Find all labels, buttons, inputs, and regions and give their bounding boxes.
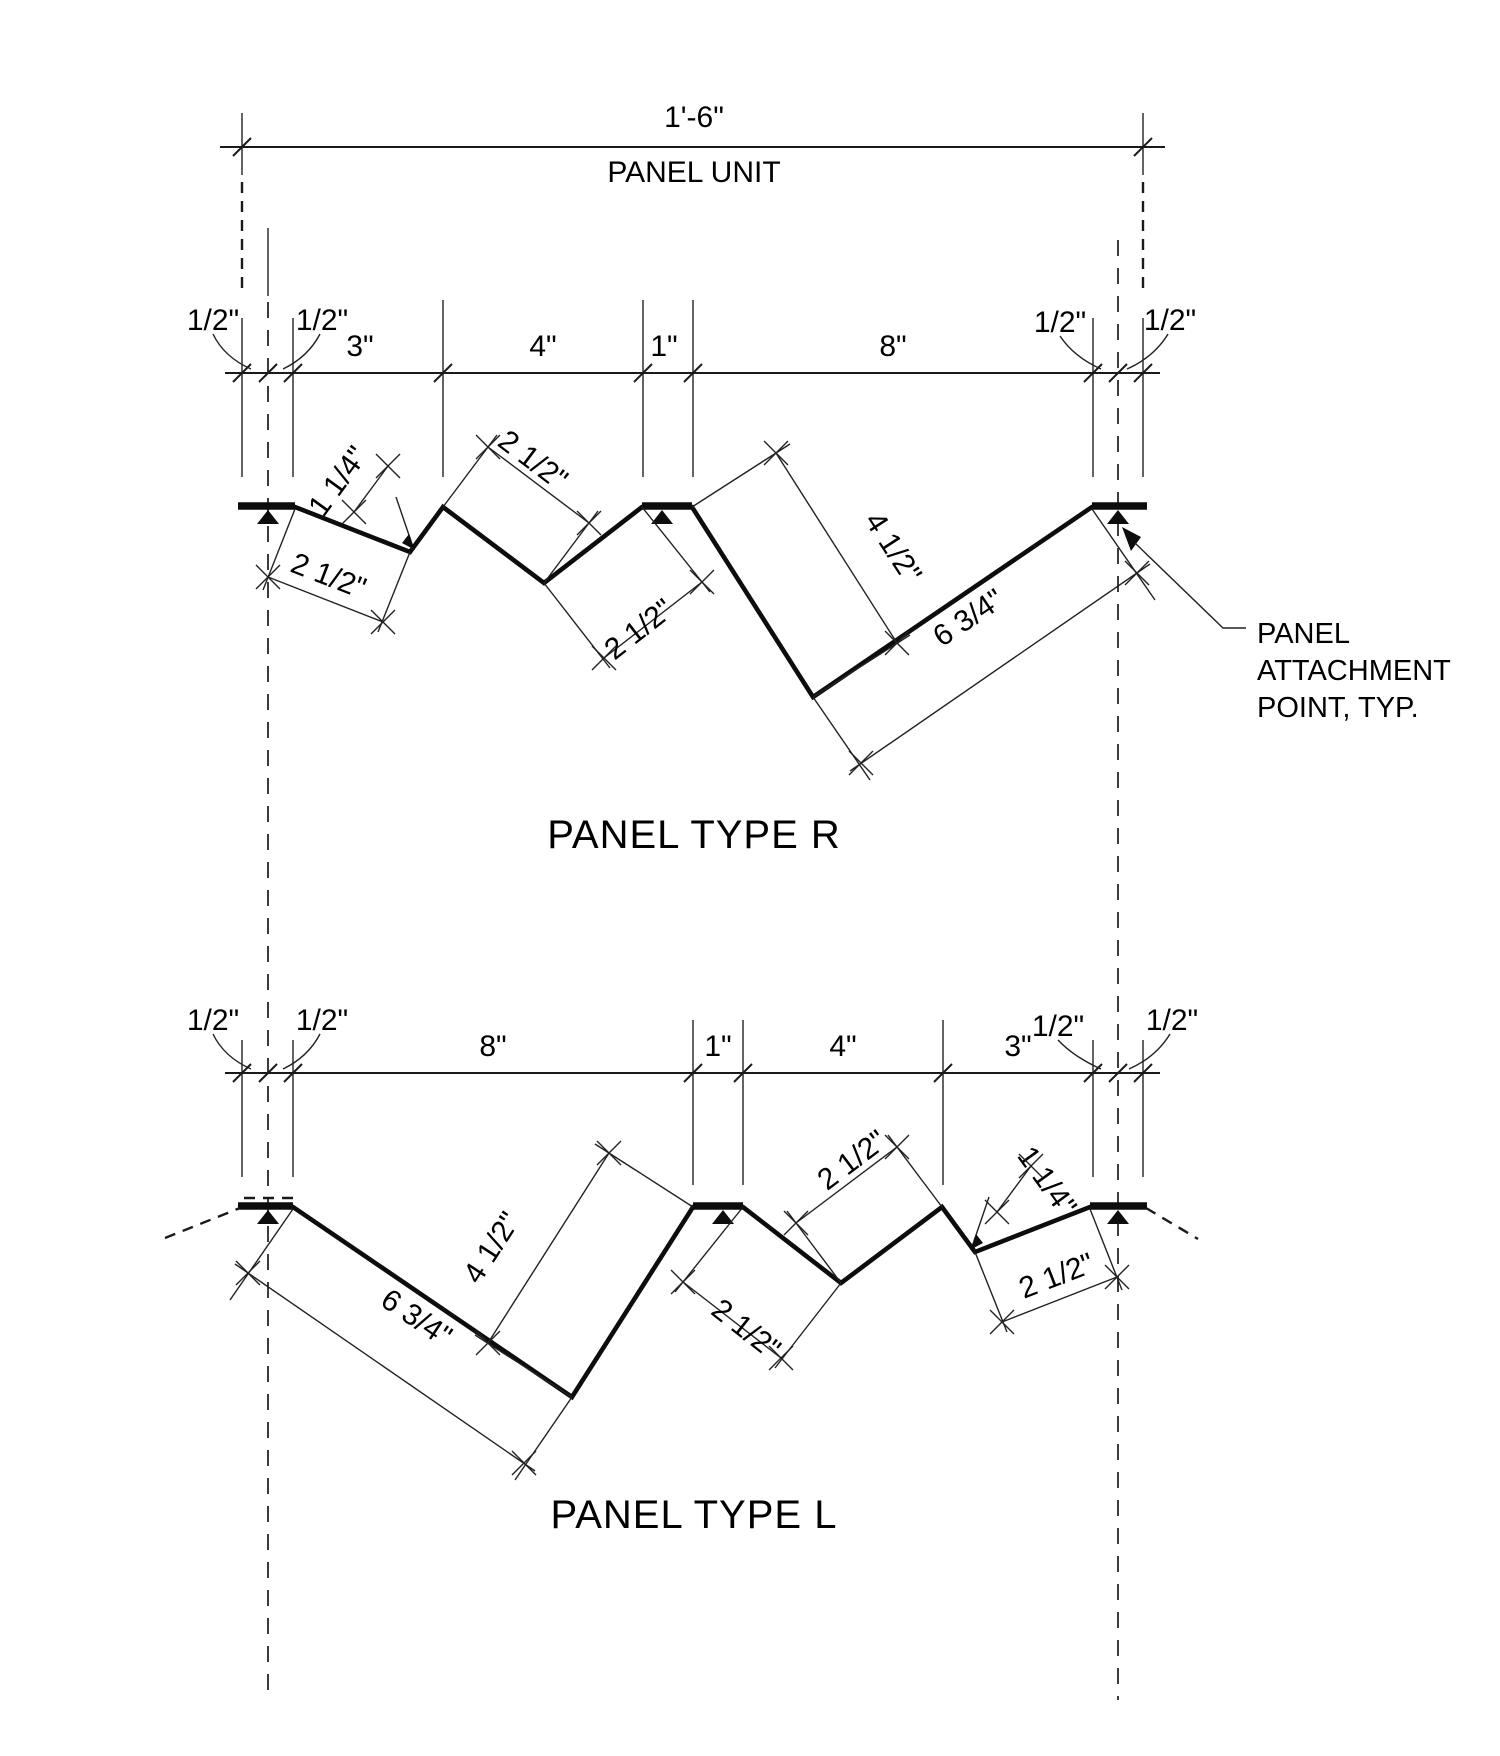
adjacent-panel-phantom [164, 1196, 1199, 1241]
x-ticks [255, 434, 1150, 776]
attachment-point-marker [1107, 1210, 1129, 1224]
dim-1: 1" [650, 330, 677, 363]
dim-half-left-inner: 1/2" [296, 1004, 348, 1037]
dim-rib-up: 2 1/2" [599, 593, 680, 667]
dim-half-left-outer: 1/2" [187, 1004, 239, 1037]
leader-curve [1057, 1039, 1102, 1070]
attachment-point-marker [651, 510, 673, 524]
panel-type-l: 1/2" 1/2" 8" 1" 4" 3" 1/2" 1/2" 6 3/4" [164, 1004, 1199, 1537]
note-arrowhead [1122, 527, 1141, 551]
dim-lap-slope: 2 1/2" [286, 547, 370, 606]
note-line-2: ATTACHMENT [1257, 655, 1451, 687]
leader-arrow [970, 1234, 983, 1250]
dim-valley-down: 4 1/2" [858, 506, 928, 589]
dim-8: 8" [479, 1030, 506, 1063]
panel-unit-label: PANEL UNIT [607, 156, 780, 189]
dim-rib-up: 2 1/2" [811, 1124, 893, 1197]
panel-r-dimension-chain: 1/2" 1/2" 3" 4" 1" 8" 1/2" 1/2" [187, 300, 1196, 477]
note-leader [1134, 542, 1246, 629]
attachment-point-marker [257, 1210, 279, 1224]
dim-half-right-outer: 1/2" [1146, 1004, 1198, 1037]
leader-arrow [402, 534, 415, 550]
panel-r-profile [238, 502, 1147, 701]
panel-r-title: PANEL TYPE R [547, 813, 841, 857]
panel-unit-dimension: 1'-6" PANEL UNIT [220, 101, 1165, 290]
panel-l-profile-dims: 6 3/4" 4 1/2" 2 1/2" 2 1/2" 1 1/4" [229, 1124, 1130, 1481]
extension-lines [241, 1020, 1144, 1185]
leader-curve [1059, 335, 1102, 370]
dim-half-right-inner: 1/2" [1034, 306, 1086, 339]
dim-half-left-inner: 1/2" [296, 304, 348, 337]
leader-curve [212, 333, 252, 370]
panel-r-profile-dims: 2 1/2" 1 1/4" 2 1/2" 2 1/2" 4 1/2" [255, 424, 1156, 781]
attachment-point-marker [1107, 510, 1129, 524]
dim-half-right-inner: 1/2" [1032, 1010, 1084, 1043]
panel-l-title: PANEL TYPE L [551, 1493, 838, 1537]
dim-3: 3" [1004, 1030, 1031, 1063]
seam-centerlines [267, 228, 1119, 1700]
attachment-point-marker [712, 1210, 734, 1224]
x-ticks [235, 1134, 1130, 1476]
chain-ticks [232, 363, 1153, 383]
leader-curve [212, 1033, 252, 1070]
dim-1: 1" [704, 1030, 731, 1063]
leader-curve [1126, 333, 1169, 370]
dim-rib-down: 2 1/2" [492, 424, 574, 497]
dim-half-right-outer: 1/2" [1144, 304, 1196, 337]
dim-valley-up: 4 1/2" [457, 1206, 527, 1289]
dim-4: 4" [529, 330, 556, 363]
leader-curve [1128, 1033, 1171, 1070]
panel-unit-length: 1'-6" [664, 101, 724, 134]
attachment-note: PANEL ATTACHMENT POINT, TYP. [1122, 527, 1451, 724]
panel-l-dimension-chain: 1/2" 1/2" 8" 1" 4" 3" 1/2" 1/2" [187, 1004, 1198, 1185]
extension-lines [241, 300, 1144, 477]
note-line-3: POINT, TYP. [1257, 692, 1419, 724]
note-line-1: PANEL [1257, 618, 1350, 650]
dimension-end-ticks [232, 137, 1153, 157]
dim-rib-down: 2 1/2" [705, 1293, 786, 1367]
dim-half-left-outer: 1/2" [187, 304, 239, 337]
dim-4: 4" [829, 1030, 856, 1063]
dim-rib-rise: 1 1/4" [302, 440, 374, 522]
attachment-point-marker [257, 510, 279, 524]
dim-8: 8" [879, 330, 906, 363]
panel-type-r: 1/2" 1/2" 3" 4" 1" 8" 1/2" 1/2" 2 1/2" [187, 300, 1451, 857]
dim-3: 3" [346, 330, 373, 363]
leader-curve [282, 333, 321, 370]
dim-rib-rise: 1 1/4" [1011, 1140, 1083, 1222]
dim-lap-slope: 2 1/2" [1015, 1247, 1099, 1306]
panel-l-profile [164, 1196, 1199, 1401]
chain-ticks [232, 1063, 1153, 1083]
leader-curve [282, 1033, 321, 1070]
